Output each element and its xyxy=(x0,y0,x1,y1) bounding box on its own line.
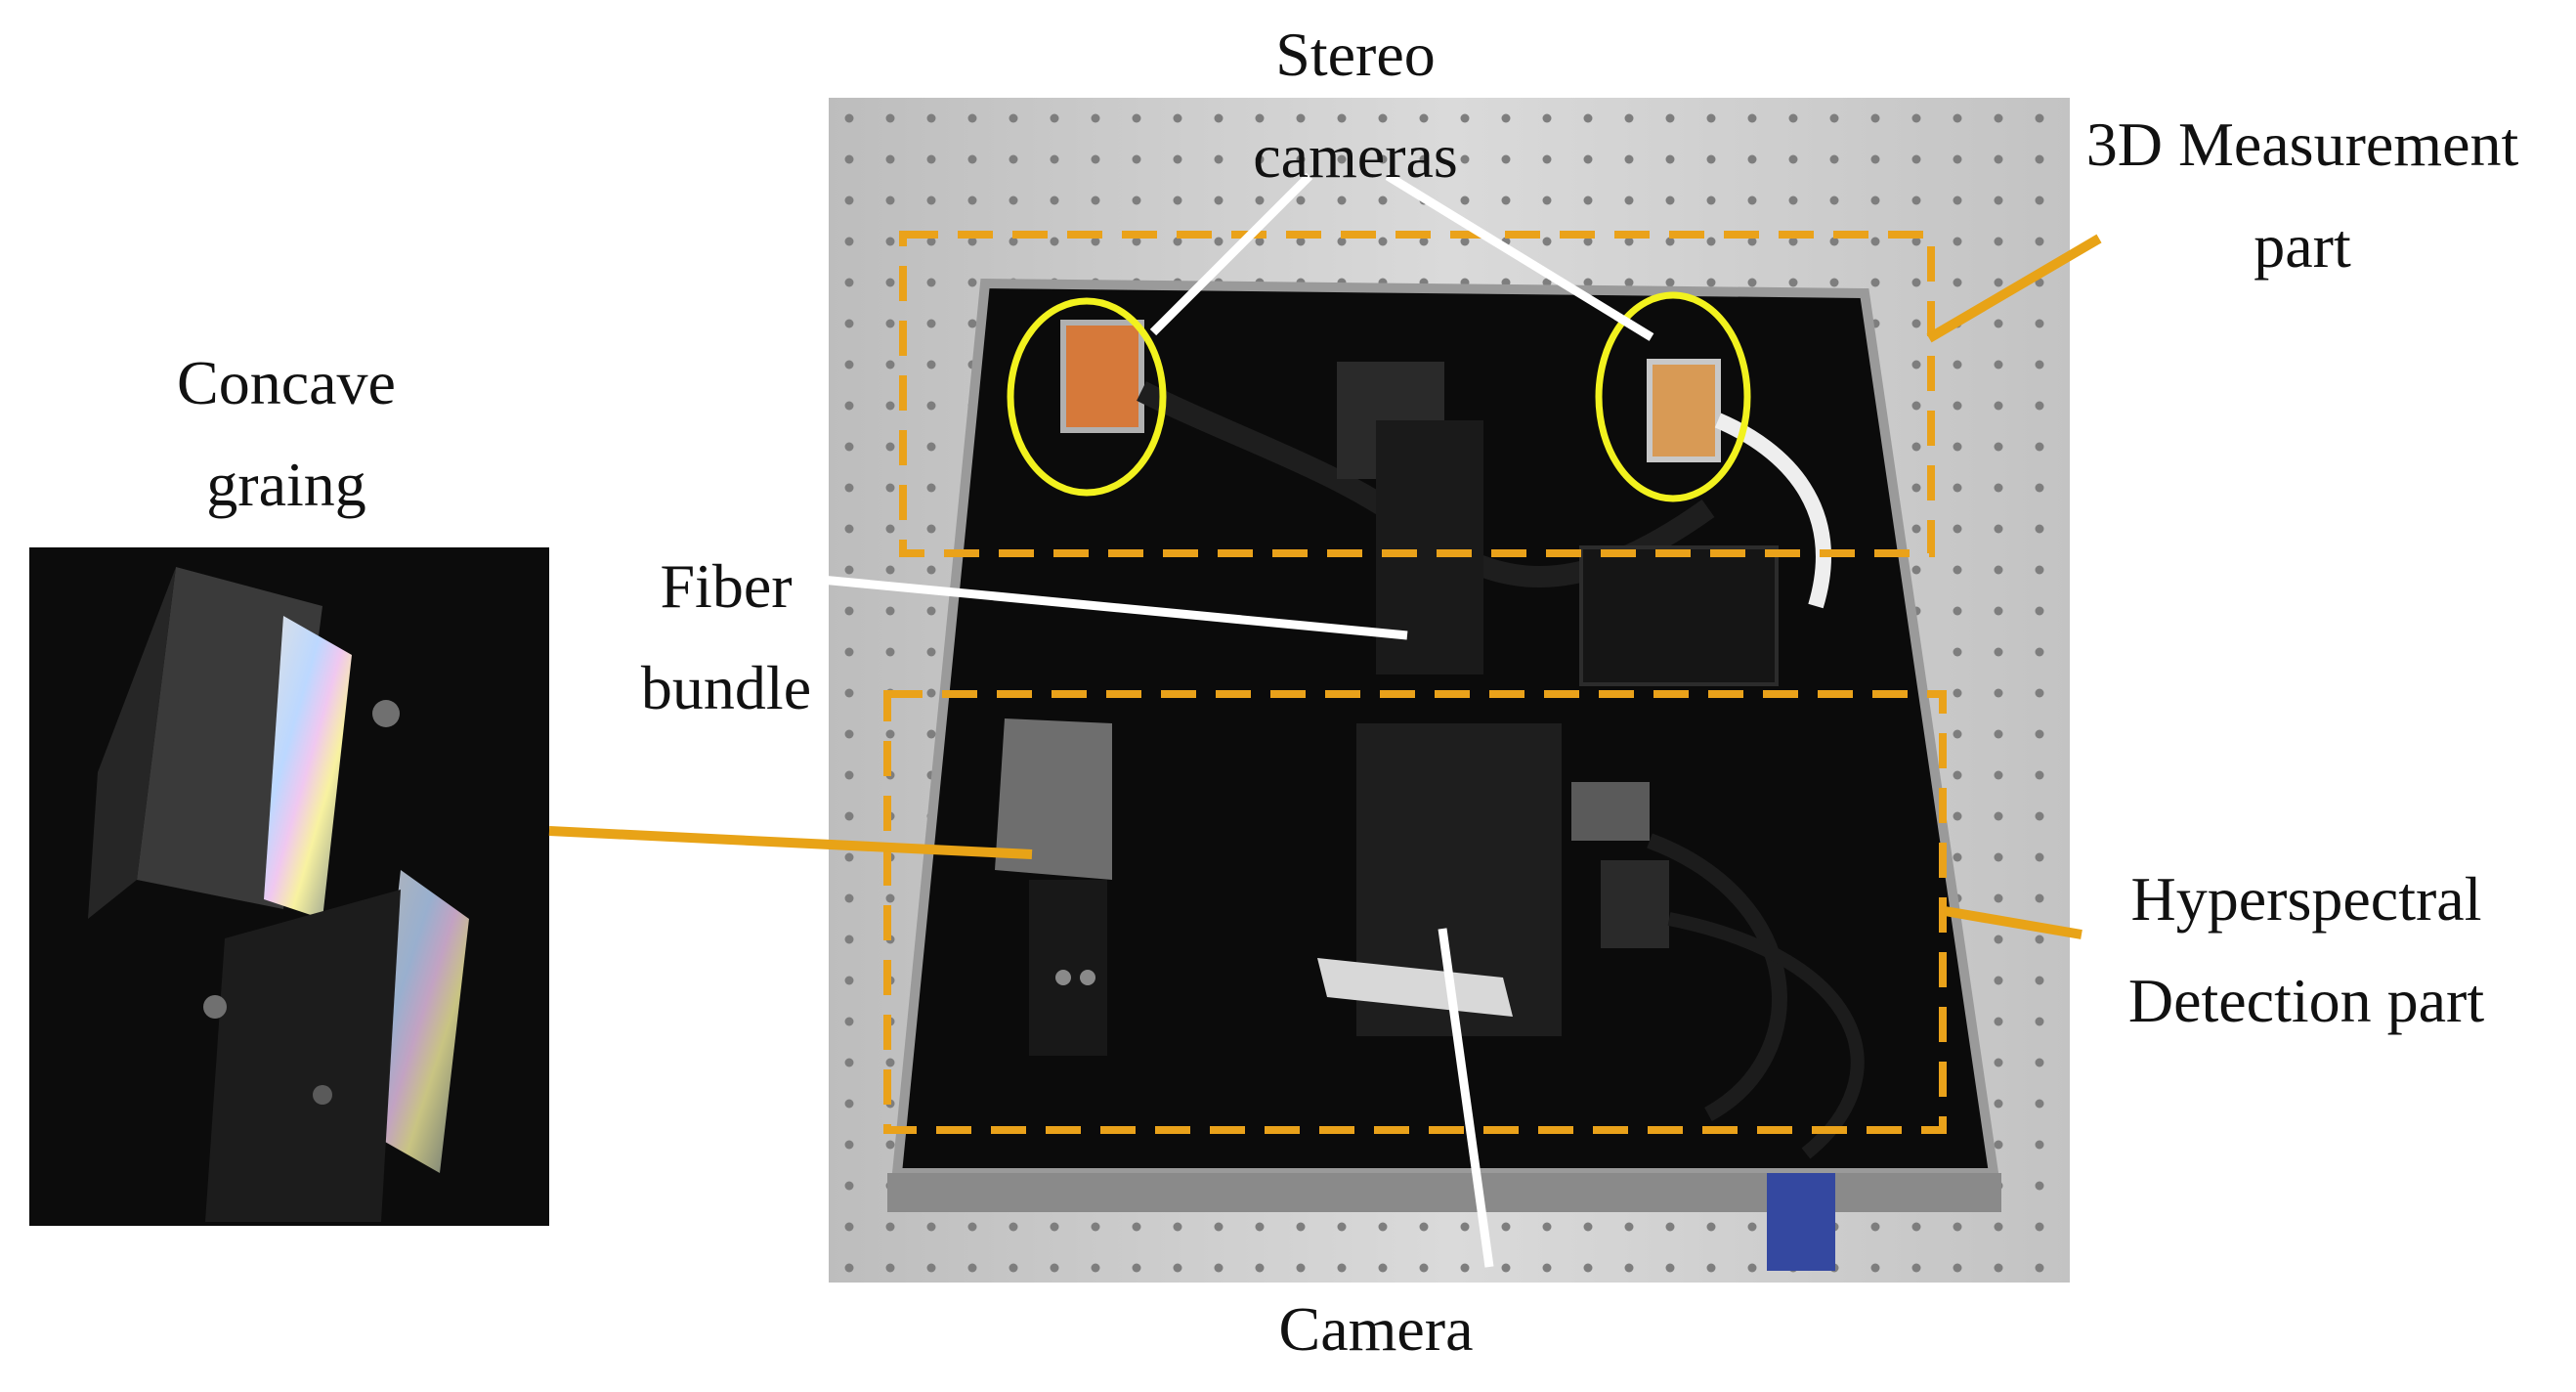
hyperspectral-detection-label: Hyperspectral Detection part xyxy=(2127,864,2485,1035)
stereo-pointer-left xyxy=(1149,172,1313,336)
camera-label: Camera xyxy=(1278,1294,1474,1364)
fiber-bundle-label: Fiber bundle xyxy=(640,551,812,722)
stereo-camera-right-circle xyxy=(1595,291,1751,502)
concave-grating-photo xyxy=(29,547,549,1226)
concave-grating-label: Concave graing xyxy=(177,348,396,519)
hyperspectral-dashed-box xyxy=(883,690,1947,1134)
hyperspectral-callout-line xyxy=(1944,906,2082,939)
stereo-pointer-right xyxy=(1385,172,1654,341)
measurement-dashed-box xyxy=(899,231,1935,557)
fiber-pointer xyxy=(810,574,1408,640)
measurement-callout-line xyxy=(1926,234,2102,343)
measurement-part-label: 3D Measurement part xyxy=(2085,109,2519,281)
stereo-camera-left-circle xyxy=(1007,297,1167,497)
stereo-cameras-label: Stereo cameras xyxy=(1253,20,1458,191)
camera-pointer xyxy=(1438,928,1494,1268)
grating-callout-line xyxy=(548,826,1033,859)
